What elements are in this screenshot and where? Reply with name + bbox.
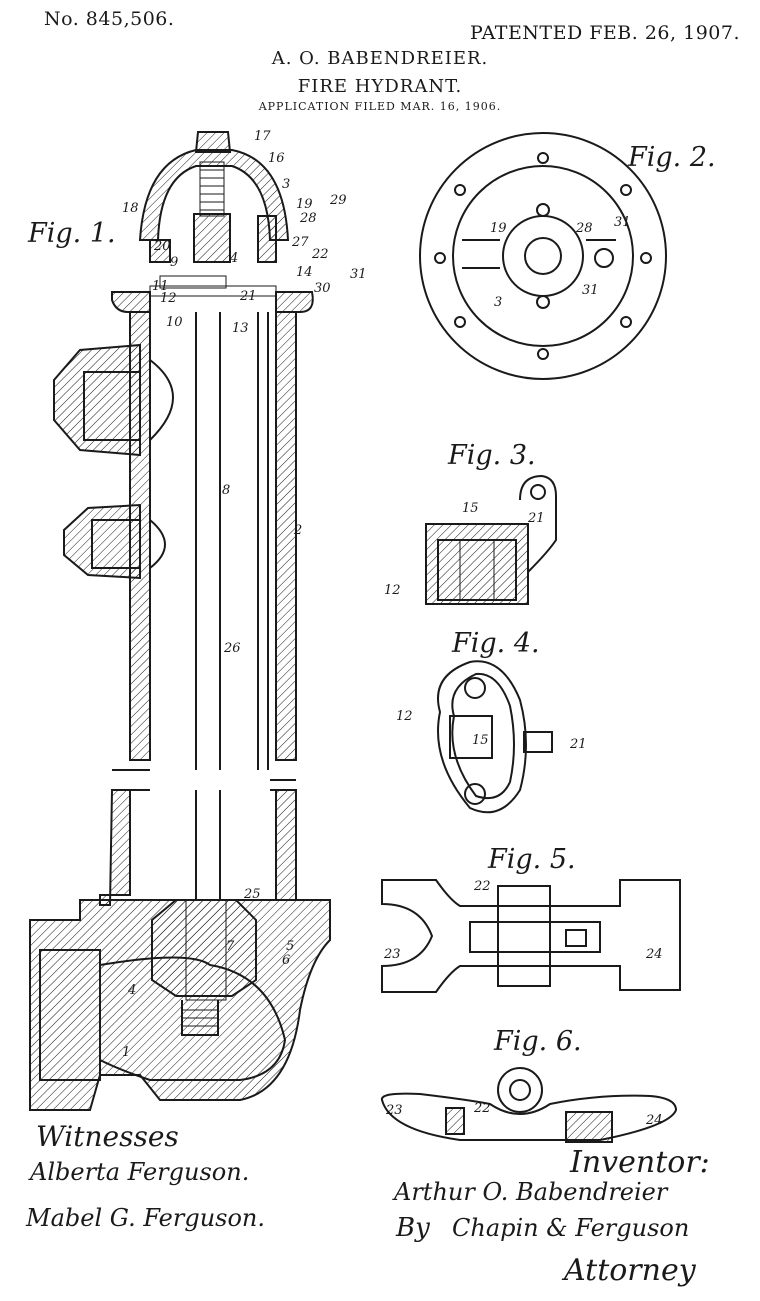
fig-5-boss xyxy=(498,886,550,986)
svg-text:27: 27 xyxy=(291,235,309,250)
svg-text:10: 10 xyxy=(166,315,183,330)
figure-5-label: Fig. 5. xyxy=(487,844,576,875)
figure-2-top-plate: Fig. 2. 19 28 31 31 3 xyxy=(420,133,716,379)
fig-4-lug xyxy=(524,732,552,752)
svg-text:19: 19 xyxy=(296,197,313,212)
svg-text:31: 31 xyxy=(350,267,367,282)
attorney-label: Attorney xyxy=(561,1253,697,1288)
witness-2-signature: Mabel G. Ferguson. xyxy=(25,1204,265,1232)
figure-3-label: Fig. 3. xyxy=(447,440,536,471)
svg-text:28: 28 xyxy=(299,211,317,226)
svg-text:15: 15 xyxy=(472,733,489,748)
svg-text:21: 21 xyxy=(527,511,545,526)
svg-text:31: 31 xyxy=(614,215,631,230)
svg-text:14: 14 xyxy=(296,265,313,280)
fig-3-sleeve xyxy=(426,524,528,604)
svg-text:17: 17 xyxy=(254,129,271,144)
figure-5-lever: Fig. 5. 22 23 24 xyxy=(382,844,680,992)
figure-2-label: Fig. 2. xyxy=(627,142,716,173)
figure-4-label: Fig. 4. xyxy=(451,628,540,659)
svg-text:6: 6 xyxy=(282,953,290,968)
inventor-signature: Arthur O. Babendreier xyxy=(392,1178,669,1206)
figure-6-label: Fig. 6. xyxy=(493,1026,582,1057)
drain-rod xyxy=(258,312,268,770)
svg-text:22: 22 xyxy=(311,247,329,262)
witness-1-signature: Alberta Ferguson. xyxy=(28,1158,249,1186)
svg-text:29: 29 xyxy=(329,193,347,208)
svg-text:4: 4 xyxy=(229,251,238,266)
valve-rod xyxy=(196,312,220,770)
fig-2-bolt-holes xyxy=(435,153,651,359)
by-label: By xyxy=(395,1213,430,1243)
svg-text:25: 25 xyxy=(243,887,261,902)
svg-text:21: 21 xyxy=(239,289,257,304)
svg-text:2: 2 xyxy=(293,523,302,538)
figure-1-label: Fig. 1. xyxy=(27,218,116,249)
main-valve xyxy=(152,900,256,996)
witnesses-label: Witnesses xyxy=(36,1120,179,1153)
svg-text:22: 22 xyxy=(473,879,491,894)
fig-5-lever-body xyxy=(382,880,680,992)
fig-6-lever-body xyxy=(382,1094,676,1140)
svg-text:12: 12 xyxy=(396,709,413,724)
svg-text:20: 20 xyxy=(153,239,171,254)
svg-text:26: 26 xyxy=(223,641,241,656)
svg-text:24: 24 xyxy=(645,1113,663,1128)
svg-text:5: 5 xyxy=(286,939,294,954)
svg-text:31: 31 xyxy=(582,283,599,298)
figure-4-plan: Fig. 4. 12 15 21 xyxy=(396,628,587,812)
figure-6-lever-side: Fig. 6. 22 23 24 xyxy=(382,1026,676,1142)
svg-text:28: 28 xyxy=(575,221,593,236)
svg-text:23: 23 xyxy=(383,947,401,962)
svg-text:12: 12 xyxy=(160,291,177,306)
svg-text:9: 9 xyxy=(170,255,178,270)
svg-text:18: 18 xyxy=(122,201,139,216)
barrel-right-wall xyxy=(276,312,296,760)
svg-text:1: 1 xyxy=(122,1045,130,1060)
svg-text:13: 13 xyxy=(232,321,249,336)
svg-text:3: 3 xyxy=(494,295,502,310)
svg-text:22: 22 xyxy=(473,1101,491,1116)
lower-barrel-left xyxy=(100,790,130,905)
lower-barrel-right xyxy=(276,790,296,900)
upper-nozzle xyxy=(54,345,140,455)
svg-text:15: 15 xyxy=(462,501,479,516)
svg-text:24: 24 xyxy=(645,947,663,962)
svg-text:16: 16 xyxy=(268,151,285,166)
attorney-signature: Chapin & Ferguson xyxy=(452,1214,689,1242)
svg-text:7: 7 xyxy=(226,939,235,954)
svg-text:19: 19 xyxy=(490,221,507,236)
svg-text:4: 4 xyxy=(127,983,136,998)
svg-text:8: 8 xyxy=(222,483,230,498)
svg-text:12: 12 xyxy=(384,583,401,598)
stem-coupling xyxy=(194,214,230,262)
svg-text:3: 3 xyxy=(282,177,290,192)
right-flange xyxy=(276,292,313,312)
figure-3-section: Fig. 3. 15 21 12 xyxy=(384,440,556,604)
signature-block: Witnesses Alberta Ferguson. Mabel G. Fer… xyxy=(25,1120,710,1288)
svg-text:30: 30 xyxy=(314,281,331,296)
figure-1-hydrant-section: Fig. 1. xyxy=(27,129,367,1110)
svg-text:23: 23 xyxy=(385,1103,403,1118)
inventor-label: Inventor: xyxy=(569,1145,710,1180)
left-flange xyxy=(112,292,150,312)
svg-text:21: 21 xyxy=(569,737,587,752)
